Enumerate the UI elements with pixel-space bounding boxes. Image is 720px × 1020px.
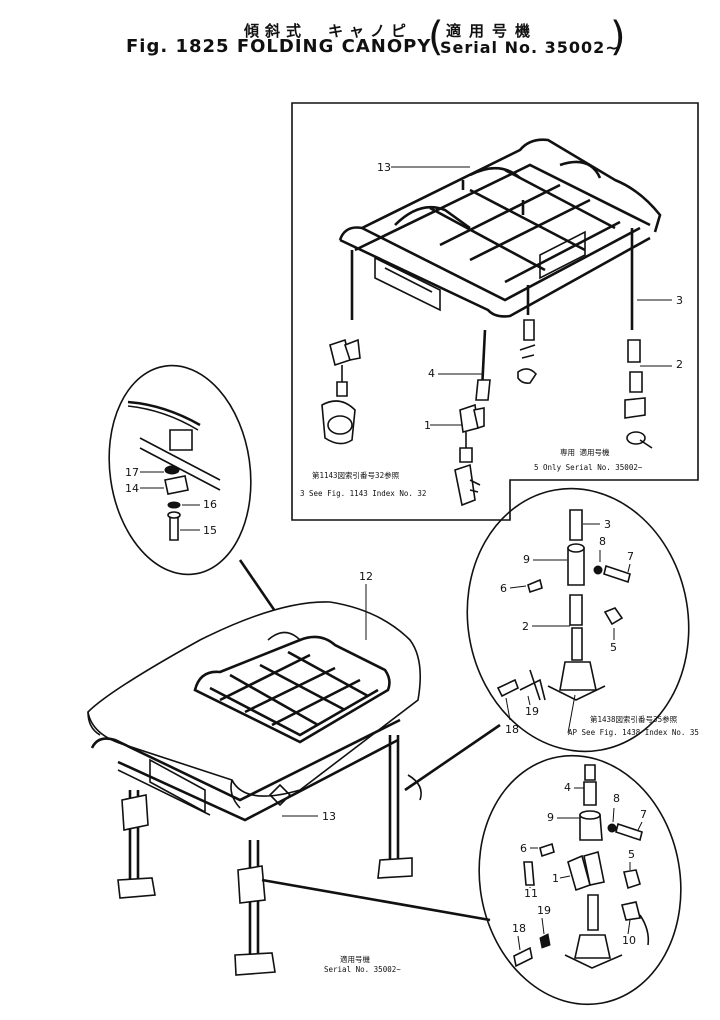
inset-callout-13: 13 xyxy=(377,161,470,174)
bracket-left: ( xyxy=(428,14,444,60)
note-bottom-jp: 適用号機 xyxy=(340,954,370,964)
canopy-frame-illustration xyxy=(321,138,662,507)
callout-5: 5 xyxy=(628,848,635,861)
callout-11: 11 xyxy=(524,887,538,900)
figure-title: Fig. 1825 FOLDING CANOPY xyxy=(126,36,432,57)
callout-1: 1 xyxy=(424,419,431,432)
frame-inset-panel xyxy=(291,102,699,521)
note-see-1438: AP See Fig. 1438 Index No. 35 xyxy=(568,728,699,737)
callout-13: 13 xyxy=(377,161,391,174)
callout-8: 8 xyxy=(599,535,606,548)
hinge-detail-oval-upper: 3 8 7 9 6 2 5 18 19 第1438図索引番号35参照 AP Se… xyxy=(466,487,699,753)
callout-12: 12 xyxy=(359,570,373,583)
callout-3: 3 xyxy=(604,518,611,531)
callout-5: 5 xyxy=(610,641,617,654)
callout-13: 13 xyxy=(322,810,336,823)
bracket-right: ) xyxy=(610,14,626,60)
callout-16: 16 xyxy=(203,498,217,511)
note-only-serial: 5 Only Serial No. 35002~ xyxy=(534,463,643,472)
callout-14: 14 xyxy=(125,482,139,495)
inset-callout-1: 1 xyxy=(424,419,462,432)
callout-4: 4 xyxy=(564,781,571,794)
bolt-detail-oval: 17 14 16 15 xyxy=(108,364,252,576)
serial-range: Serial No. 35002~ xyxy=(440,38,620,57)
japanese-applicable-label: 適用号機 xyxy=(446,22,539,40)
inset-callout-3: 3 xyxy=(637,294,683,307)
note-only-jp: 専用 適用号機 xyxy=(560,447,610,457)
callout-6: 6 xyxy=(520,842,527,855)
callout-4: 4 xyxy=(428,367,435,380)
callout-10: 10 xyxy=(622,934,636,947)
callout-15: 15 xyxy=(203,524,217,537)
note-see-1143-jp: 第1143図索引番号32参照 xyxy=(312,470,400,480)
callout-7: 7 xyxy=(640,808,647,821)
callout-3: 3 xyxy=(676,294,683,307)
callout-2: 2 xyxy=(676,358,683,371)
callout-17: 17 xyxy=(125,466,139,479)
main-canopy-illustration xyxy=(87,601,421,976)
note-see-1438-jp: 第1438図索引番号35参照 xyxy=(590,714,678,724)
inset-callout-4: 4 xyxy=(428,367,482,380)
callout-18: 18 xyxy=(512,922,526,935)
callout-1: 1 xyxy=(552,872,559,885)
main-callout-13: 13 xyxy=(282,810,336,823)
leader-curve xyxy=(407,774,422,801)
callout-9: 9 xyxy=(547,811,554,824)
main-callout-12: 12 xyxy=(359,570,373,640)
callout-2: 2 xyxy=(522,620,529,633)
callout-18: 18 xyxy=(505,723,519,736)
callout-19: 19 xyxy=(525,705,539,718)
callout-19: 19 xyxy=(537,904,551,917)
callout-6: 6 xyxy=(500,582,507,595)
callout-8: 8 xyxy=(613,792,620,805)
japanese-title: 傾斜式 キャノピ xyxy=(244,22,413,40)
hinge-detail-oval-lower: 4 8 7 9 6 5 1 11 19 18 10 xyxy=(478,754,682,1006)
callout-9: 9 xyxy=(523,553,530,566)
note-bottom-serial: Serial No. 35002~ xyxy=(324,965,401,974)
note-see-1143: 3 See Fig. 1143 Index No. 32 xyxy=(300,489,426,498)
leader-lower-right-oval xyxy=(261,878,491,922)
inset-callout-2: 2 xyxy=(640,358,683,371)
leader-upper-right-oval xyxy=(404,723,501,792)
callout-7: 7 xyxy=(627,550,634,563)
